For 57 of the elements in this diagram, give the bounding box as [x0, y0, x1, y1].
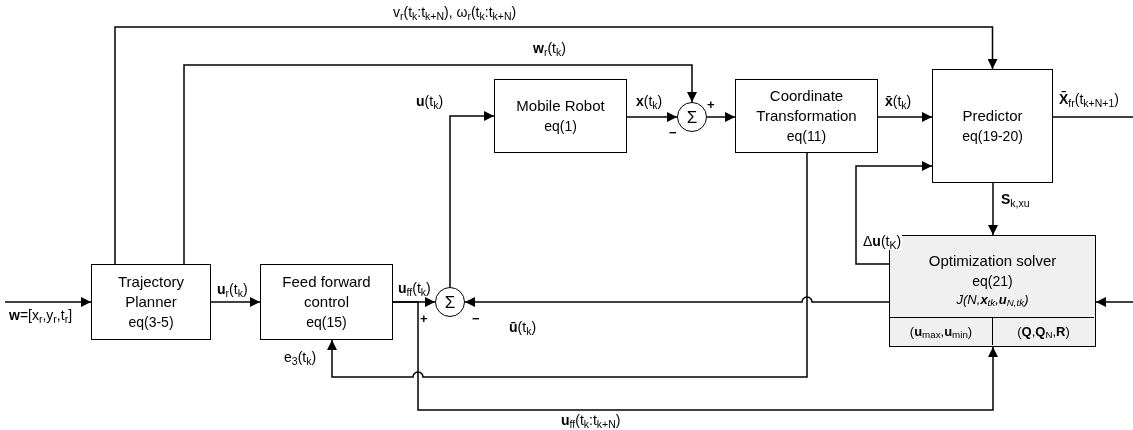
parameter-text: (Q,Q$_{N}$,R) — [1017, 325, 1070, 338]
box-title: Feed forward control — [281, 272, 372, 312]
process-box — [91, 264, 211, 340]
arrow — [855, 161, 933, 265]
edge-label: e$_{3}$(t$_{k}$) — [283, 348, 318, 366]
box-title: Optimization solver — [927, 250, 1058, 271]
sign-label: + — [707, 98, 715, 111]
arrow — [706, 112, 736, 122]
box-title: Predictor — [961, 106, 1024, 126]
edge-label: w$_{r}$(t$_{k}$) — [532, 39, 567, 57]
sign-label: − — [669, 126, 677, 139]
arrow — [392, 301, 998, 411]
arrow — [449, 111, 495, 288]
edge-label: w=[x$_{r}$,y$_{r}$,t$_{r}$] — [8, 306, 74, 324]
process-box — [494, 79, 627, 153]
edge-label: ū(t$_{k}$) — [508, 318, 538, 336]
parameter-cell — [992, 317, 1094, 345]
equation-reference: eq(21) — [972, 271, 1013, 291]
cost-function: J(N,x$_{tk}$,u$_{N,tk}$) — [956, 290, 1029, 309]
edge-label: u$_{r}$(t$_{k}$) — [216, 280, 249, 298]
equation-reference: eq(1) — [544, 117, 577, 136]
arrow — [183, 64, 697, 265]
sign-label: + — [420, 312, 428, 325]
edge-label: u(t$_{k}$) — [415, 92, 445, 110]
process-box — [932, 69, 1053, 183]
sum-symbol: Σ — [686, 108, 698, 126]
arrow — [114, 26, 998, 265]
arrow — [210, 297, 261, 307]
sum-symbol: Σ — [444, 293, 456, 311]
edge-label: u$_{ff}$(t$_{k}$:t$_{k+N}$) — [560, 411, 622, 429]
equation-reference: eq(19-20) — [962, 127, 1023, 146]
equation-reference: eq(15) — [306, 313, 347, 332]
edge-label: v$_{r}$(t$_{k}$:t$_{k+N}$), ω$_{r}$(t$_{k}$:t$_{k+N}$) — [392, 3, 518, 21]
arrow — [327, 152, 808, 378]
arrow — [4, 297, 92, 307]
equation-reference: eq(11) — [786, 127, 827, 146]
edge-label: Δu(t$_{K}$) — [862, 232, 903, 250]
arrow — [464, 296, 890, 307]
box-title: Coordinate Transformation — [755, 86, 858, 126]
summing-junction — [677, 102, 707, 132]
edge-label: X̄$_{fr}$(t$_{k+N+1}$) — [1058, 90, 1120, 108]
arrow — [1095, 297, 1133, 307]
box-title: Mobile Robot — [515, 96, 606, 116]
edge-label: u$_{ff}$(t$_{k}$) — [397, 279, 432, 297]
edge-label: x(t$_{k}$) — [635, 92, 664, 110]
process-box — [735, 79, 878, 153]
summing-junction — [435, 287, 465, 317]
edge-label: x̄(t$_{k}$) — [884, 92, 913, 110]
box-title: Trajectory Planner — [116, 272, 186, 312]
parameter-text: (u$_{max}$,u$_{min}$) — [909, 325, 973, 338]
arrow — [988, 182, 998, 236]
sign-label: − — [472, 312, 480, 325]
equation-reference: eq(3-5) — [128, 313, 174, 332]
arrow — [877, 112, 933, 122]
solver-box — [889, 235, 1096, 347]
process-box — [260, 264, 393, 340]
arrow — [626, 112, 678, 122]
